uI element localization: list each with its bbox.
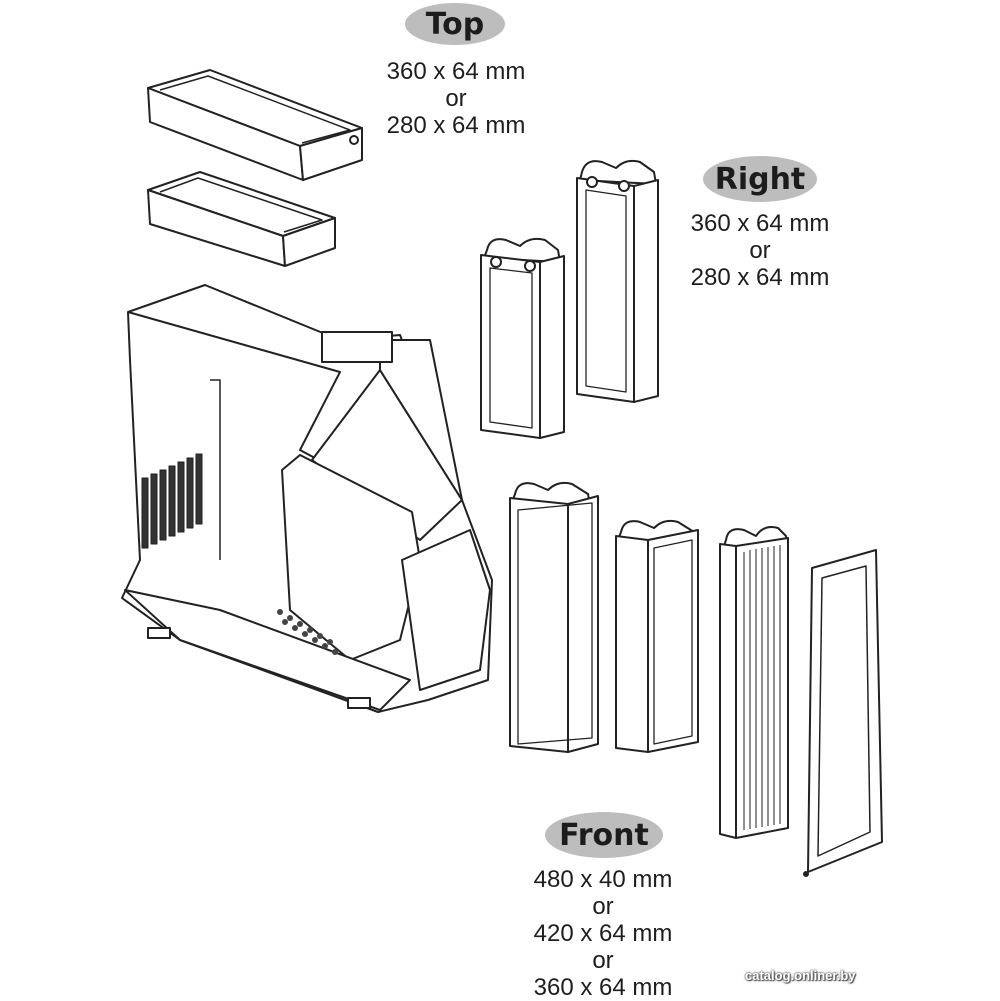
top-radiator-280: [147, 171, 336, 267]
top-spec-line: or: [445, 85, 467, 112]
right-badge: Right: [703, 156, 817, 202]
front-spec-line: or: [592, 947, 614, 974]
front-badge: Front: [545, 812, 663, 858]
front-spec-line: 480 x 40 mm: [533, 866, 673, 893]
right-radiator-280: [480, 237, 565, 439]
right-spec-line: or: [749, 237, 771, 264]
right-spec-line: 360 x 64 mm: [690, 210, 830, 237]
watermark: catalog.onliner.by: [745, 968, 856, 983]
front-spec-line: 360 x 64 mm: [533, 974, 673, 1001]
front-spec-list: 480 x 40 mm or 420 x 64 mm or 360 x 64 m…: [517, 866, 689, 1001]
pc-case: [121, 284, 493, 713]
front-badge-text: Front: [559, 817, 649, 853]
top-spec-line: 360 x 64 mm: [386, 58, 526, 85]
front-radiator-360: [719, 526, 789, 839]
top-badge-text: Top: [425, 6, 485, 42]
top-badge: Top: [405, 3, 505, 45]
top-radiator-360: [147, 69, 363, 181]
right-spec-line: 280 x 64 mm: [690, 264, 830, 291]
front-bracket: [803, 549, 883, 877]
right-badge-text: Right: [714, 161, 806, 197]
front-spec-line: or: [592, 893, 614, 920]
front-spec-line: 420 x 64 mm: [533, 920, 673, 947]
right-spec-list: 360 x 64 mm or 280 x 64 mm: [674, 210, 846, 291]
front-radiator-420: [615, 519, 699, 753]
front-radiator-480: [509, 481, 599, 753]
top-spec-line: 280 x 64 mm: [386, 112, 526, 139]
top-spec-list: 360 x 64 mm or 280 x 64 mm: [370, 58, 542, 139]
right-radiator-360: [576, 159, 659, 403]
